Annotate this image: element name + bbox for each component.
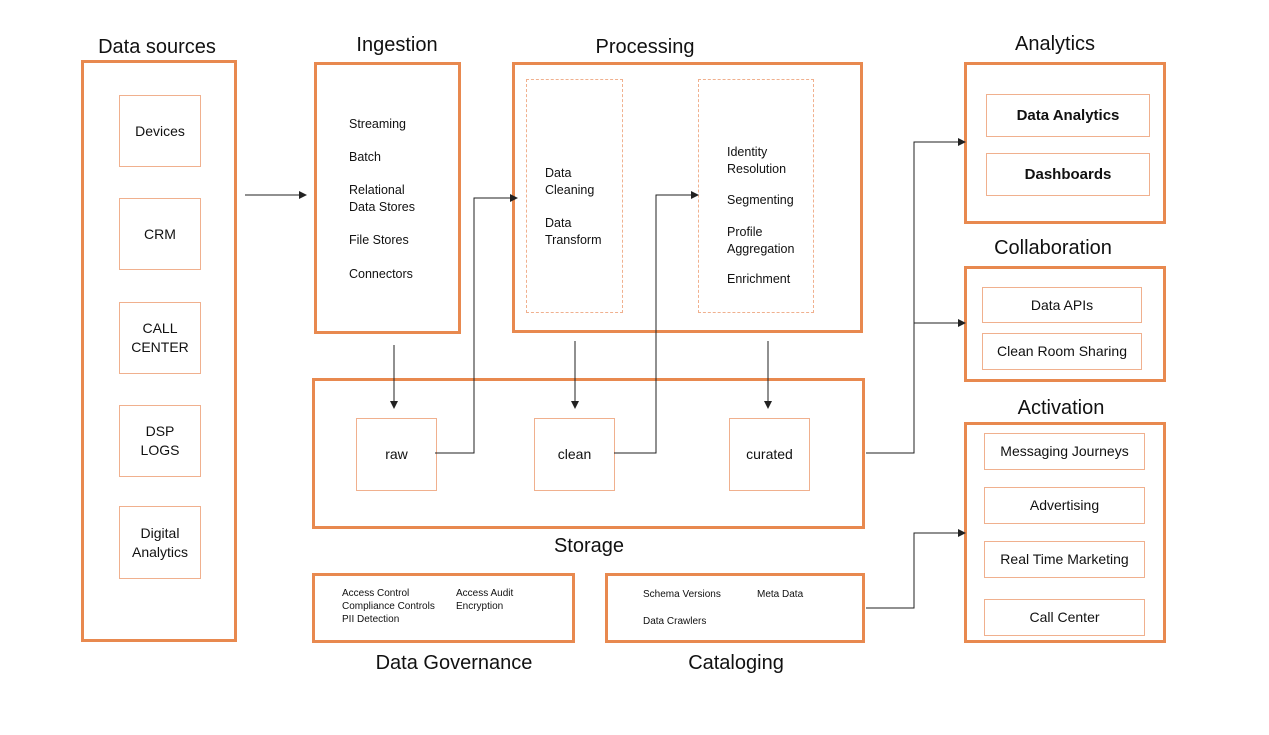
call-center-box: Call Center <box>984 599 1145 636</box>
storage-curated: curated <box>729 418 810 491</box>
ingestion-batch: Batch <box>349 150 381 164</box>
ingestion-file-stores: File Stores <box>349 233 409 247</box>
source-dsp-logs: DSP LOGS <box>119 405 201 477</box>
source-crm: CRM <box>119 198 201 270</box>
governance-audit: Access Audit Encryption <box>456 588 514 612</box>
data-governance-panel: Access Control Compliance Controls PII D… <box>312 573 575 643</box>
storage-title: Storage <box>553 535 625 557</box>
schema-versions: Schema Versions <box>643 589 721 600</box>
storage-panel: raw clean curated <box>312 378 865 529</box>
data-governance-title: Data Governance <box>375 652 533 674</box>
collaboration-panel: Data APIs Clean Room Sharing <box>964 266 1166 382</box>
real-time-marketing-box: Real Time Marketing <box>984 541 1145 578</box>
cleaning-group: Data Cleaning Data Transform <box>526 79 623 313</box>
clean-room-sharing-box: Clean Room Sharing <box>982 333 1142 370</box>
ingestion-panel: Streaming Batch Relational Data Stores F… <box>314 62 461 334</box>
data-analytics-box: Data Analytics <box>986 94 1150 137</box>
data-crawlers: Data Crawlers <box>643 616 707 627</box>
collaboration-title: Collaboration <box>994 237 1112 259</box>
source-call-center: CALL CENTER <box>119 302 201 374</box>
segmenting-label: Segmenting <box>727 193 794 207</box>
messaging-journeys-box: Messaging Journeys <box>984 433 1145 470</box>
analytics-title: Analytics <box>1014 33 1096 55</box>
dashboards-box: Dashboards <box>986 153 1150 196</box>
source-digital-analytics: Digital Analytics <box>119 506 201 579</box>
advertising-box: Advertising <box>984 487 1145 524</box>
arrow-cataloging-to-activation <box>866 529 966 609</box>
data-sources-title: Data sources <box>98 36 216 58</box>
ingestion-connectors: Connectors <box>349 267 413 281</box>
arrow-storage-to-analytics <box>866 138 966 454</box>
data-apis-box: Data APIs <box>982 287 1142 323</box>
activation-panel: Messaging Journeys Advertising Real Time… <box>964 422 1166 643</box>
processing-title: Processing <box>595 36 695 58</box>
arrow-clean-to-enrichment <box>614 191 699 454</box>
enrichment-group: Identity Resolution Segmenting Profile A… <box>698 79 814 313</box>
profile-aggregation-label: Profile Aggregation <box>727 225 795 256</box>
cataloging-panel: Schema Versions Meta Data Data Crawlers <box>605 573 865 643</box>
data-transform-label: Data Transform <box>545 216 602 247</box>
cataloging-title: Cataloging <box>688 652 784 674</box>
arrow-raw-to-cleaning <box>435 194 518 454</box>
data-cleaning-label: Data Cleaning <box>545 166 595 197</box>
ingestion-title: Ingestion <box>356 34 438 56</box>
storage-raw: raw <box>356 418 437 491</box>
analytics-panel: Data Analytics Dashboards <box>964 62 1166 224</box>
identity-resolution-label: Identity Resolution <box>727 145 787 176</box>
source-devices: Devices <box>119 95 201 167</box>
activation-title: Activation <box>1017 397 1105 419</box>
processing-panel: Data Cleaning Data Transform Identity Re… <box>512 62 863 333</box>
ingestion-relational: Relational Data Stores <box>349 183 416 214</box>
meta-data: Meta Data <box>757 589 804 600</box>
enrichment-label: Enrichment <box>727 272 791 286</box>
data-sources-panel: Devices CRM CALL CENTER DSP LOGS Digital… <box>81 60 237 642</box>
storage-clean: clean <box>534 418 615 491</box>
ingestion-streaming: Streaming <box>349 117 406 131</box>
governance-controls: Access Control Compliance Controls PII D… <box>342 588 435 625</box>
